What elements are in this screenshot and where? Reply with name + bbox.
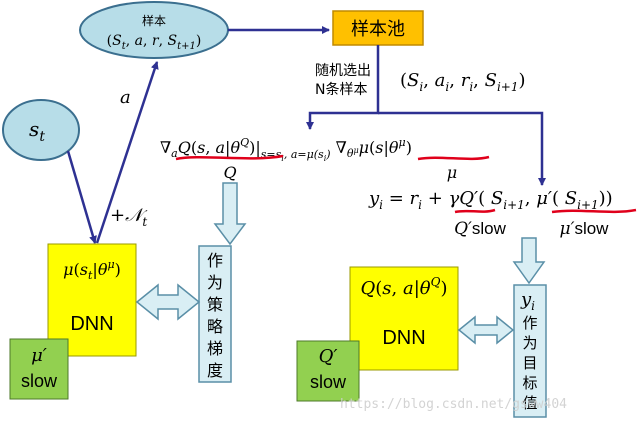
target-value-box: yi 作 为 目 标 值: [513, 284, 547, 418]
target-value-box-frame: [513, 284, 547, 418]
double-arrow-actor-gradient: [135, 283, 201, 321]
sample-pool-node: 样本池: [332, 10, 424, 46]
actor-slow-symbol: μ′: [31, 345, 47, 366]
critic-slow-box: [296, 340, 360, 402]
critic-slow-symbol: Q′: [319, 346, 338, 367]
edge-noise-label: +𝒩t: [110, 205, 148, 229]
target-formula-text: yi = ri + γQ′( Si+1, μ′( Si+1)): [368, 188, 613, 212]
edge-sample-line1: 随机选出: [315, 63, 371, 79]
sample-pool-box: [332, 10, 424, 46]
sample-ellipse: [79, 1, 229, 59]
policy-gradient-char: 度: [207, 361, 223, 380]
actor-slow-network: μ′ slow: [9, 338, 69, 400]
gradient-mu-underline: [417, 155, 490, 161]
policy-gradient-char: 略: [207, 317, 223, 336]
double-arrow-critic-target: [457, 315, 515, 345]
policy-gradient-box: 作 为 策 略 梯 度: [198, 245, 232, 383]
policy-gradient-char: 梯: [207, 339, 223, 358]
watermark: https://blog.csdn.net/gsww404: [340, 397, 567, 412]
target-value-char: 值: [522, 394, 537, 412]
actor-dnn-box: [47, 243, 137, 357]
actor-slow-box: [9, 338, 69, 400]
gradient-q-label: Q: [223, 163, 236, 182]
target-value-char: 目: [522, 354, 537, 372]
policy-gradient-char: 作: [207, 251, 223, 270]
target-value-char: 为: [522, 334, 537, 352]
critic-dnn-label: DNN: [382, 327, 425, 349]
gradient-q-underline: [175, 154, 284, 161]
target-formula: yi = ri + γQ′( Si+1, μ′( Si+1)) Q′slow μ…: [368, 188, 637, 239]
target-mu-label: μ′slow: [560, 219, 610, 239]
target-value-char: 标: [522, 374, 537, 392]
target-value-char: 作: [522, 314, 537, 332]
state-ellipse-node: st: [2, 99, 80, 161]
edge-tuple-label: (Si, ai, ri, Si+1): [400, 70, 526, 94]
actor-dnn-label: DNN: [70, 313, 113, 335]
sample-pool-label: 样本池: [351, 19, 405, 40]
block-arrow-gradient-down: [213, 182, 247, 246]
arrow-actor-to-ellipse: [95, 61, 159, 244]
arrow-pool-to-gradient: [306, 45, 380, 130]
critic-slow-label: slow: [310, 372, 347, 392]
state-ellipse: [2, 99, 80, 161]
policy-gradient-box-frame: [198, 245, 232, 383]
block-arrow-target-down: [512, 237, 546, 285]
actor-slow-label: slow: [21, 371, 58, 391]
critic-formula: Q(s, a|θQ): [360, 275, 447, 299]
arrow-pool-to-target: [378, 111, 546, 186]
edge-sample-line2: N条样本: [315, 81, 367, 98]
arrow-state-to-actor: [66, 150, 97, 244]
gradient-formula: ∇aQ(s, a|θQ)|s=si, a=μ(si) ∇θμμ(s|θμ) Q …: [160, 136, 490, 182]
target-mu-underline: [551, 208, 637, 214]
gradient-formula-text: ∇aQ(s, a|θQ)|s=si, a=μ(si) ∇θμμ(s|θμ): [160, 136, 412, 163]
sample-ellipse-node: 样本 (St, a, r, St+1): [79, 1, 229, 59]
target-q-underline: [454, 208, 496, 214]
critic-slow-network: Q′ slow: [296, 340, 360, 402]
critic-dnn-box: [349, 266, 459, 371]
actor-network: μ(st|θμ) DNN: [47, 243, 137, 357]
edge-action-label: a: [120, 87, 131, 108]
sample-ellipse-label: 样本: [142, 13, 166, 28]
gradient-mu-label: μ: [447, 163, 457, 182]
critic-network: Q(s, a|θQ) DNN: [349, 266, 459, 371]
target-q-label: Q′slow: [454, 219, 507, 239]
policy-gradient-char: 为: [207, 273, 223, 292]
policy-gradient-char: 策: [207, 295, 223, 314]
